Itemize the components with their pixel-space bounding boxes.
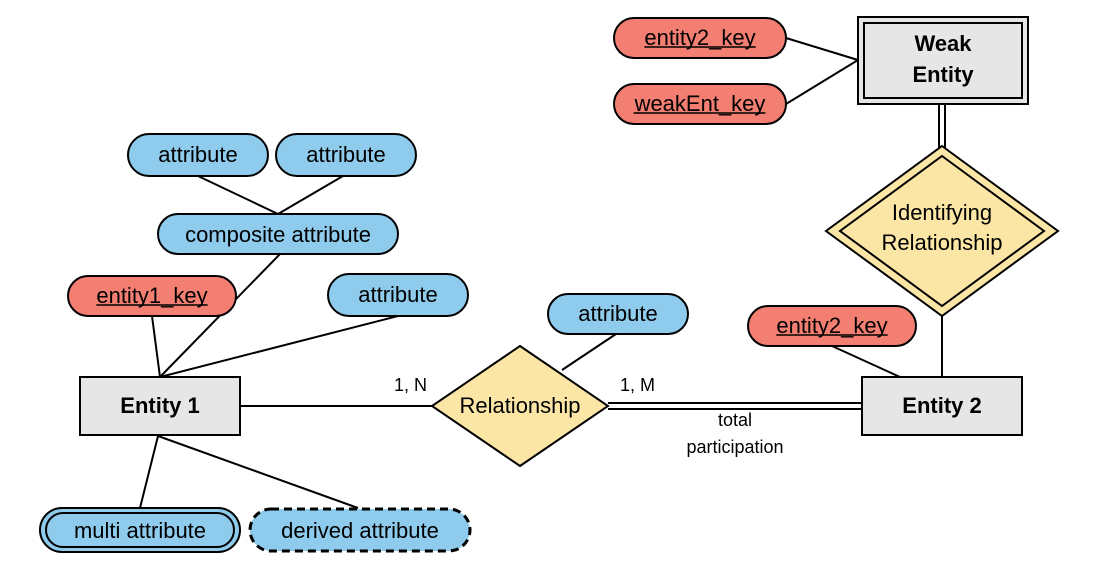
weak-entity-label-line1: Weak	[914, 31, 972, 56]
entity2-key-label: entity2_key	[776, 313, 887, 338]
entity1-attribute-label: attribute	[358, 282, 438, 307]
composite-attribute[interactable]: composite attribute	[157, 213, 399, 255]
line-attr-composite-right	[277, 175, 344, 215]
entity-2[interactable]: Entity 2	[861, 376, 1023, 436]
multi-attribute[interactable]: multi attribute	[39, 507, 241, 553]
relationship-attribute[interactable]: attribute	[547, 293, 689, 335]
line-key-entity2	[831, 345, 901, 378]
line-relationship-attr	[561, 333, 617, 371]
composite-attribute-label: composite attribute	[185, 222, 371, 247]
weak-entity-label-line2: Entity	[912, 62, 974, 87]
entity2-key[interactable]: entity2_key	[747, 305, 917, 347]
weak-key-weakent[interactable]: weakEnt_key	[613, 83, 787, 125]
line-attr-composite-left	[197, 175, 279, 215]
attribute-top-right[interactable]: attribute	[275, 133, 417, 177]
attribute-top-right-label: attribute	[306, 142, 386, 167]
weak-key-weakent-label: weakEnt_key	[634, 91, 766, 116]
attribute-top-left-label: attribute	[158, 142, 238, 167]
line-weakkey1-weak	[785, 37, 859, 61]
line-attr-entity1	[159, 315, 399, 378]
weak-key-entity2[interactable]: entity2_key	[613, 17, 787, 59]
identifying-label-line2: Relationship	[881, 230, 1002, 255]
total-participation-line1: total	[718, 410, 752, 430]
line-entity1-multi	[139, 435, 159, 509]
derived-attribute[interactable]: derived attribute	[248, 507, 472, 553]
identifying-label-line1: Identifying	[892, 200, 992, 225]
total-participation-double-line	[608, 402, 862, 410]
line-entity1-derived	[157, 435, 359, 509]
entity-1[interactable]: Entity 1	[79, 376, 241, 436]
line-weakkey2-weak	[785, 59, 859, 105]
entity1-attribute[interactable]: attribute	[327, 273, 469, 317]
line-key-entity1	[151, 315, 161, 378]
weak-entity[interactable]: Weak Entity	[857, 16, 1029, 105]
weak-key-entity2-label: entity2_key	[644, 25, 755, 50]
entity-1-label: Entity 1	[120, 393, 199, 418]
entity-2-label: Entity 2	[902, 393, 981, 418]
attribute-top-left[interactable]: attribute	[127, 133, 269, 177]
entity1-key[interactable]: entity1_key	[67, 275, 237, 317]
identifying-double-line	[938, 104, 946, 148]
relationship-attribute-label: attribute	[578, 301, 658, 326]
entity1-key-label: entity1_key	[96, 283, 207, 308]
connector-lines	[139, 37, 943, 509]
cardinality-right: 1, M	[620, 375, 655, 395]
total-participation-line2: participation	[686, 437, 783, 457]
identifying-relationship[interactable]: Identifying Relationship	[824, 144, 1060, 318]
derived-attribute-label: derived attribute	[281, 518, 439, 543]
multi-attribute-label: multi attribute	[74, 518, 206, 543]
cardinality-left: 1, N	[394, 375, 427, 395]
relationship[interactable]: Relationship	[430, 344, 610, 468]
relationship-label: Relationship	[459, 393, 580, 418]
